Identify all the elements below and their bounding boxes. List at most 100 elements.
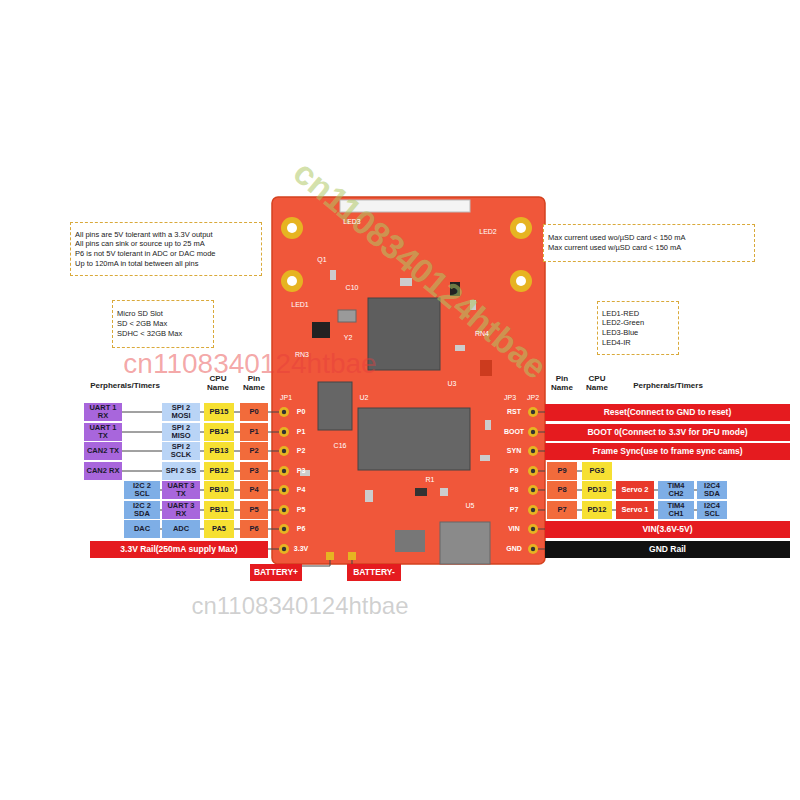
note-box: LED1-REDLED2-GreenLED3-BlueLED4-IR	[597, 301, 679, 355]
node-text: P2	[241, 447, 267, 455]
pin-box: UART 1 RX	[84, 403, 122, 421]
text-holder: PB14	[205, 428, 233, 436]
text-holder: BATTERY+	[254, 568, 298, 577]
pin-box: P7	[547, 501, 577, 519]
pin-box: Servo 2	[616, 481, 654, 499]
smd-part	[415, 488, 427, 496]
node-text: P5	[241, 506, 267, 514]
header-pin	[528, 524, 538, 534]
header-pin	[528, 427, 538, 437]
text-holder: PG3	[583, 467, 611, 475]
node-text: Max current used wo/µSD card < 150 mA	[548, 233, 686, 243]
pin-box: PG3	[582, 462, 612, 480]
header-pin	[279, 524, 289, 534]
pin-box: PA5	[204, 520, 234, 538]
pin-hole	[282, 410, 286, 414]
leader-line	[268, 412, 279, 413]
node-text: Up to 120mA in total between all pins	[75, 259, 215, 269]
text-holder: UART 1 TX	[85, 424, 121, 440]
pin-label: P9	[510, 467, 519, 475]
pin-box: PB15	[204, 403, 234, 421]
mount-hole	[281, 217, 303, 239]
node-text: P9	[548, 467, 576, 475]
node-text: LED3-Blue	[602, 328, 644, 338]
pin-label: BOOT	[504, 428, 524, 436]
leader-line	[268, 510, 279, 511]
pin-box: PD12	[582, 501, 612, 519]
mount-hole	[510, 270, 532, 292]
pin-hole	[531, 508, 535, 512]
text-holder: All pins are 5V tolerant with a 3.3V out…	[75, 230, 215, 269]
node-text: SPI 2 MISO	[163, 424, 199, 440]
leader-line	[538, 471, 545, 472]
node-text: All pins can sink or source up to 25 mA	[75, 239, 215, 249]
node-text: TIM4 CH2	[659, 482, 693, 498]
node-text: P8	[548, 486, 576, 494]
pin-hole	[531, 410, 535, 414]
pin-box: UART 3 RX	[162, 501, 200, 519]
part-name: U3	[448, 380, 457, 388]
text-holder: P9	[548, 467, 576, 475]
note-box: All pins are 5V tolerant with a 3.3V out…	[70, 222, 262, 276]
node-text: BATTERY-	[353, 568, 395, 577]
mount-hole	[510, 217, 532, 239]
node-text: I2C4 SDA	[698, 482, 726, 498]
node-text: PD13	[583, 486, 611, 494]
text-holder: Micro SD SlotSD < 2GB MaxSDHC < 32GB Max	[117, 309, 182, 338]
pin-hole	[282, 547, 286, 551]
pin-label: P0	[297, 408, 306, 416]
node-text: LED4-IR	[602, 338, 644, 348]
text-holder: P0	[241, 408, 267, 416]
text-holder: UART 1 RX	[85, 404, 121, 420]
node-text: P4	[241, 486, 267, 494]
row-connector	[122, 451, 162, 452]
leader-line	[538, 451, 545, 452]
column-header: Pin Name	[241, 375, 267, 393]
header-pin	[279, 466, 289, 476]
text-holder: Max current used wo/µSD card < 150 mAMax…	[548, 233, 686, 253]
led-block	[312, 322, 330, 338]
smd-part	[480, 360, 492, 376]
leader-line	[268, 529, 279, 530]
node-text: P7	[548, 506, 576, 514]
part-name: RN4	[475, 330, 489, 338]
pin-hole	[531, 469, 535, 473]
smd-part	[440, 488, 448, 496]
pin-box: TIM4 CH1	[658, 501, 694, 519]
part-name: C16	[334, 442, 347, 450]
pin-box: P5	[240, 501, 268, 519]
part-name: JP3	[504, 394, 516, 402]
pin-box: I2C 2 SCL	[124, 481, 160, 499]
pin-hole	[282, 488, 286, 492]
header-pin	[279, 505, 289, 515]
pin-hole	[282, 508, 286, 512]
pin-box: SPI 2 MOSI	[162, 403, 200, 421]
header-pin	[528, 446, 538, 456]
text-holder: PB15	[205, 408, 233, 416]
mount-hole-center	[516, 276, 526, 286]
note-box: Max current used wo/µSD card < 150 mAMax…	[543, 224, 755, 262]
pin-box: SPI 2 SCLK	[162, 442, 200, 460]
node-text: PB11	[205, 506, 233, 514]
pin-label: P6	[297, 525, 306, 533]
text-holder: UART 3 RX	[163, 502, 199, 518]
text-holder: PA5	[205, 525, 233, 533]
header-pin	[279, 407, 289, 417]
pin-hole	[531, 527, 535, 531]
text-holder: TIM4 CH1	[659, 502, 693, 518]
column-header: Perpherals/Timers	[90, 382, 160, 391]
text-holder: ADC	[163, 525, 199, 533]
node-text: I2C4 SCL	[698, 502, 726, 518]
header-pin	[528, 485, 538, 495]
node-text: I2C 2 SCL	[125, 482, 159, 498]
pin-box: ADC	[162, 520, 200, 538]
node-text: Micro SD Slot	[117, 309, 182, 319]
pin-box: UART 1 TX	[84, 423, 122, 441]
part-name: LED2	[479, 228, 497, 236]
part-name: LED3	[343, 218, 361, 226]
leader-line	[538, 549, 545, 550]
node-text: GND Rail	[649, 545, 686, 554]
leader-line	[538, 490, 545, 491]
mount-hole-center	[516, 223, 526, 233]
